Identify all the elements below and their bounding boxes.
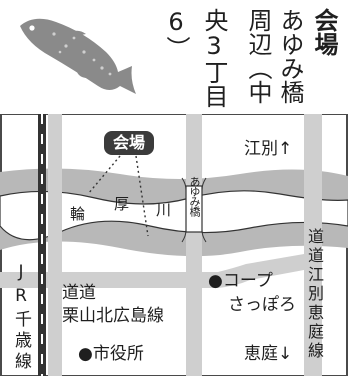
south-label: 恵庭↓ <box>244 344 293 364</box>
east-road-label: 道道江別恵庭線 <box>305 228 324 361</box>
header-subtitle-col4: 6） <box>162 8 190 60</box>
jr-line-label: JR千歳線 <box>11 262 31 373</box>
bridge <box>185 185 203 233</box>
river-char-1: 輪 <box>70 205 86 223</box>
road-label-line2: 栗山北広島線 <box>62 306 164 326</box>
venue-label: 会場 <box>104 131 154 155</box>
fish-illustration <box>20 18 136 94</box>
bridge-label: あゆみ橋 <box>188 176 201 216</box>
header-subtitle-col1: あゆみ橋 <box>276 8 304 104</box>
road-east <box>304 114 322 376</box>
road-label-line1: 道道 <box>62 283 96 303</box>
north-label: 江別↑ <box>244 139 293 159</box>
road-kuriyama <box>0 254 304 288</box>
river-char-3: 川 <box>156 201 172 219</box>
road-bridge <box>186 114 202 376</box>
landmark-city-office: ●市役所 <box>78 344 144 364</box>
header-subtitle-col2: 周辺（中 <box>244 8 272 104</box>
header-title: 会場 <box>310 8 338 56</box>
landmark-coop-line1: ●コープ <box>208 271 273 291</box>
river-char-2: 厚 <box>114 195 130 213</box>
landmark-coop-line2: さっぽろ <box>228 295 296 315</box>
rail-line <box>38 114 46 376</box>
area-map <box>0 114 348 376</box>
road-jr-side <box>48 114 62 376</box>
header-subtitle-col3: 央3丁目 <box>200 8 228 108</box>
